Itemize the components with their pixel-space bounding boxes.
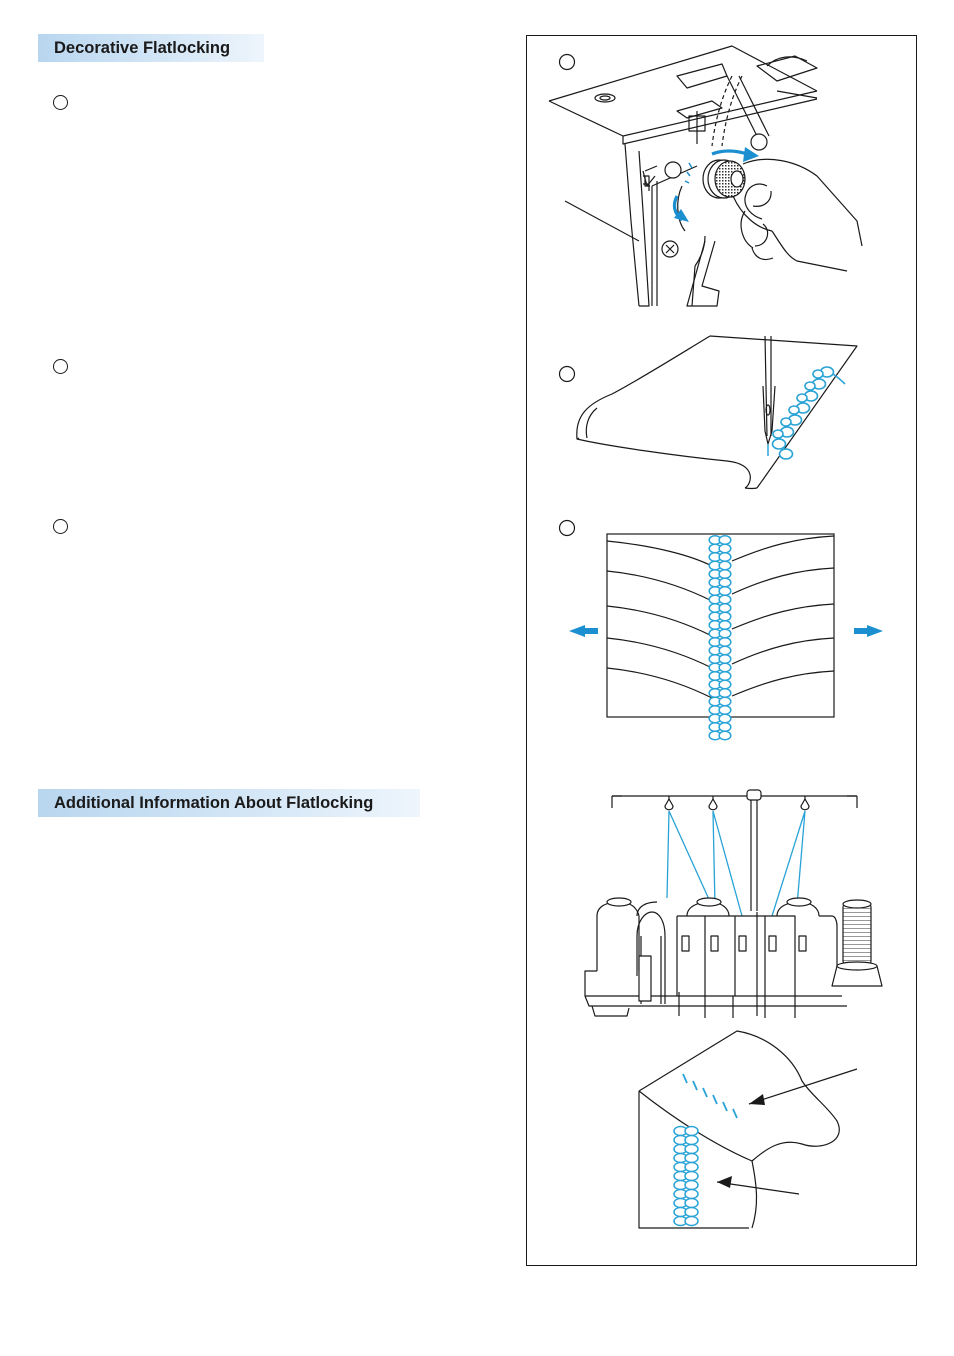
ladder-pointer-arrow [749,1094,765,1105]
figure-1-step-marker [558,53,576,71]
figure-panel [526,35,917,1266]
step-1-marker [53,95,68,110]
ladder-and-loop-side-illustration [638,1030,858,1229]
adjust-tension-dial-illustration [548,45,863,307]
figure-1-sub-marker-b [664,161,682,179]
step-2-marker [53,359,68,374]
loop-side-stitches [673,1125,699,1227]
flatlock-seam-column [708,535,732,741]
figure-2-step-marker [558,365,576,383]
section-heading-decorative-flatlocking: Decorative Flatlocking [38,34,264,62]
thread-stand-illustration [584,789,883,1018]
pull-left-arrow [569,625,585,637]
figure-3-step-marker [558,519,576,537]
pull-right-arrow [867,625,883,637]
step-3-marker [53,519,68,534]
pulled-flatlock-seam-illustration [558,519,883,741]
chain-stitch-row-2 [771,366,846,460]
stitching-fabric-illustration [558,335,858,490]
section-heading-additional-information: Additional Information About Flatlocking [38,789,420,817]
loop-pointer-arrow [717,1176,732,1188]
figure-1-sub-marker-a [750,133,768,151]
ladder-side-stitches [682,1073,738,1119]
